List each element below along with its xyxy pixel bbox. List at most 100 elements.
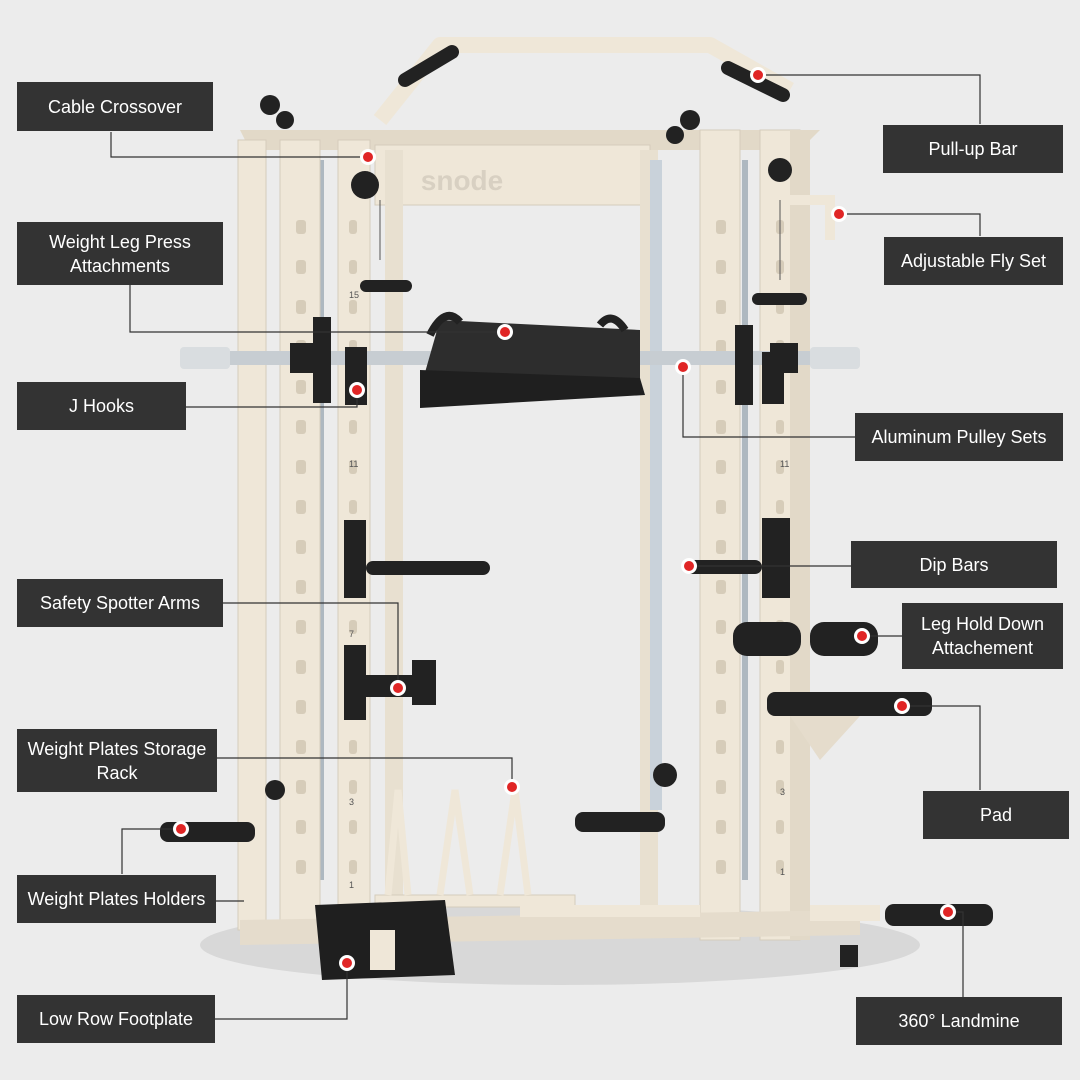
upright-hole xyxy=(349,500,357,514)
upright-hole xyxy=(716,620,726,634)
callout-landmine: 360° Landmine xyxy=(856,997,1062,1045)
callout-cable-crossover: Cable Crossover xyxy=(17,82,213,131)
pull-up-bar xyxy=(373,37,794,125)
seat-pad xyxy=(767,692,932,760)
upright-hole xyxy=(716,700,726,714)
upright-hole xyxy=(716,460,726,474)
upright-hole xyxy=(349,860,357,874)
callout-j-hooks: J Hooks xyxy=(17,382,186,430)
upright-hole xyxy=(776,740,784,754)
callout-dip-bars: Dip Bars xyxy=(851,541,1057,588)
upright-hole xyxy=(296,500,306,514)
callout-pad: Pad xyxy=(923,791,1069,839)
adjustable-fly-arm xyxy=(790,195,835,240)
marker-dot xyxy=(897,701,907,711)
marker-dot xyxy=(753,70,763,80)
upright-number: 15 xyxy=(349,290,359,300)
brand-logo: snode xyxy=(421,165,503,196)
upright-hole xyxy=(716,780,726,794)
upright-hole xyxy=(296,780,306,794)
callout-leader-lines xyxy=(110,74,981,1020)
upright-hole xyxy=(716,820,726,834)
marker-dot xyxy=(684,561,694,571)
upright-number: 3 xyxy=(780,787,785,797)
upright-hole xyxy=(776,460,784,474)
upright-hole xyxy=(716,540,726,554)
upright-hole xyxy=(716,220,726,234)
upright-hole xyxy=(296,580,306,594)
upright-hole xyxy=(349,420,357,434)
upright-hole xyxy=(716,500,726,514)
upright-hole xyxy=(296,620,306,634)
upright-hole xyxy=(349,260,357,274)
marker-dot xyxy=(363,152,373,162)
upright-hole xyxy=(296,420,306,434)
upright-number: 11 xyxy=(780,459,789,469)
weight-plate-holders xyxy=(160,812,665,842)
back-uprights xyxy=(385,150,658,920)
leg-press-plate xyxy=(420,311,645,408)
marker-dot xyxy=(500,327,510,337)
j-hooks xyxy=(313,317,784,405)
upright-hole xyxy=(776,660,784,674)
callout-weight-plates-storage-rack: Weight Plates Storage Rack xyxy=(17,729,217,792)
upright-hole xyxy=(296,860,306,874)
callout-weight-leg-press: Weight Leg Press Attachments xyxy=(17,222,223,285)
upright-hole xyxy=(296,700,306,714)
upright-hole xyxy=(776,860,784,874)
safety-spotter-arm xyxy=(344,645,436,720)
upright-number: 1 xyxy=(780,867,785,877)
marker-dot xyxy=(176,824,186,834)
callout-aluminum-pulley-sets: Aluminum Pulley Sets xyxy=(855,413,1063,461)
pulley-wheels xyxy=(260,95,792,800)
upright-hole xyxy=(296,260,306,274)
upright-hole xyxy=(776,500,784,514)
upright-hole xyxy=(716,580,726,594)
upright-hole xyxy=(349,220,357,234)
cable-handles xyxy=(360,200,807,305)
upright-hole xyxy=(776,420,784,434)
upright-hole xyxy=(716,300,726,314)
upright-hole xyxy=(296,300,306,314)
leg-hold-down-rollers xyxy=(733,622,878,656)
upright-hole xyxy=(296,540,306,554)
upright-hole xyxy=(296,460,306,474)
upright-hole xyxy=(296,740,306,754)
marker-dot xyxy=(857,631,867,641)
upright-numbers: 15 11 7 3 1 11 3 1 xyxy=(349,290,789,890)
low-row-footplate xyxy=(315,900,455,980)
marker-dot xyxy=(342,958,352,968)
upright-number: 11 xyxy=(349,459,358,469)
upright-hole xyxy=(716,380,726,394)
upright-number: 1 xyxy=(349,880,354,890)
callout-low-row-footplate: Low Row Footplate xyxy=(17,995,215,1043)
upright-number: 3 xyxy=(349,797,354,807)
upright-hole xyxy=(349,820,357,834)
upright-number: 7 xyxy=(349,629,354,639)
callout-markers xyxy=(173,67,956,971)
landmine xyxy=(810,904,993,967)
weight-plate-storage xyxy=(374,789,576,908)
marker-dot xyxy=(507,782,517,792)
right-outer-upright xyxy=(699,129,810,941)
callout-weight-plates-holders: Weight Plates Holders xyxy=(17,875,216,923)
upright-hole xyxy=(716,420,726,434)
upright-hole xyxy=(776,780,784,794)
marker-dot xyxy=(352,385,362,395)
upright-hole xyxy=(296,220,306,234)
callout-adjustable-fly-set: Adjustable Fly Set xyxy=(884,237,1063,285)
callout-safety-spotter-arms: Safety Spotter Arms xyxy=(17,579,223,627)
upright-hole xyxy=(349,740,357,754)
upright-hole xyxy=(296,660,306,674)
upright-hole xyxy=(349,300,357,314)
marker-dot xyxy=(834,209,844,219)
callout-leg-hold-down: Leg Hold Down Attachement xyxy=(902,603,1063,669)
upright-hole xyxy=(716,340,726,354)
upright-hole xyxy=(296,380,306,394)
upright-hole xyxy=(349,620,357,634)
marker-dot xyxy=(678,362,688,372)
marker-dot xyxy=(393,683,403,693)
upright-hole xyxy=(716,660,726,674)
upright-hole xyxy=(349,780,357,794)
